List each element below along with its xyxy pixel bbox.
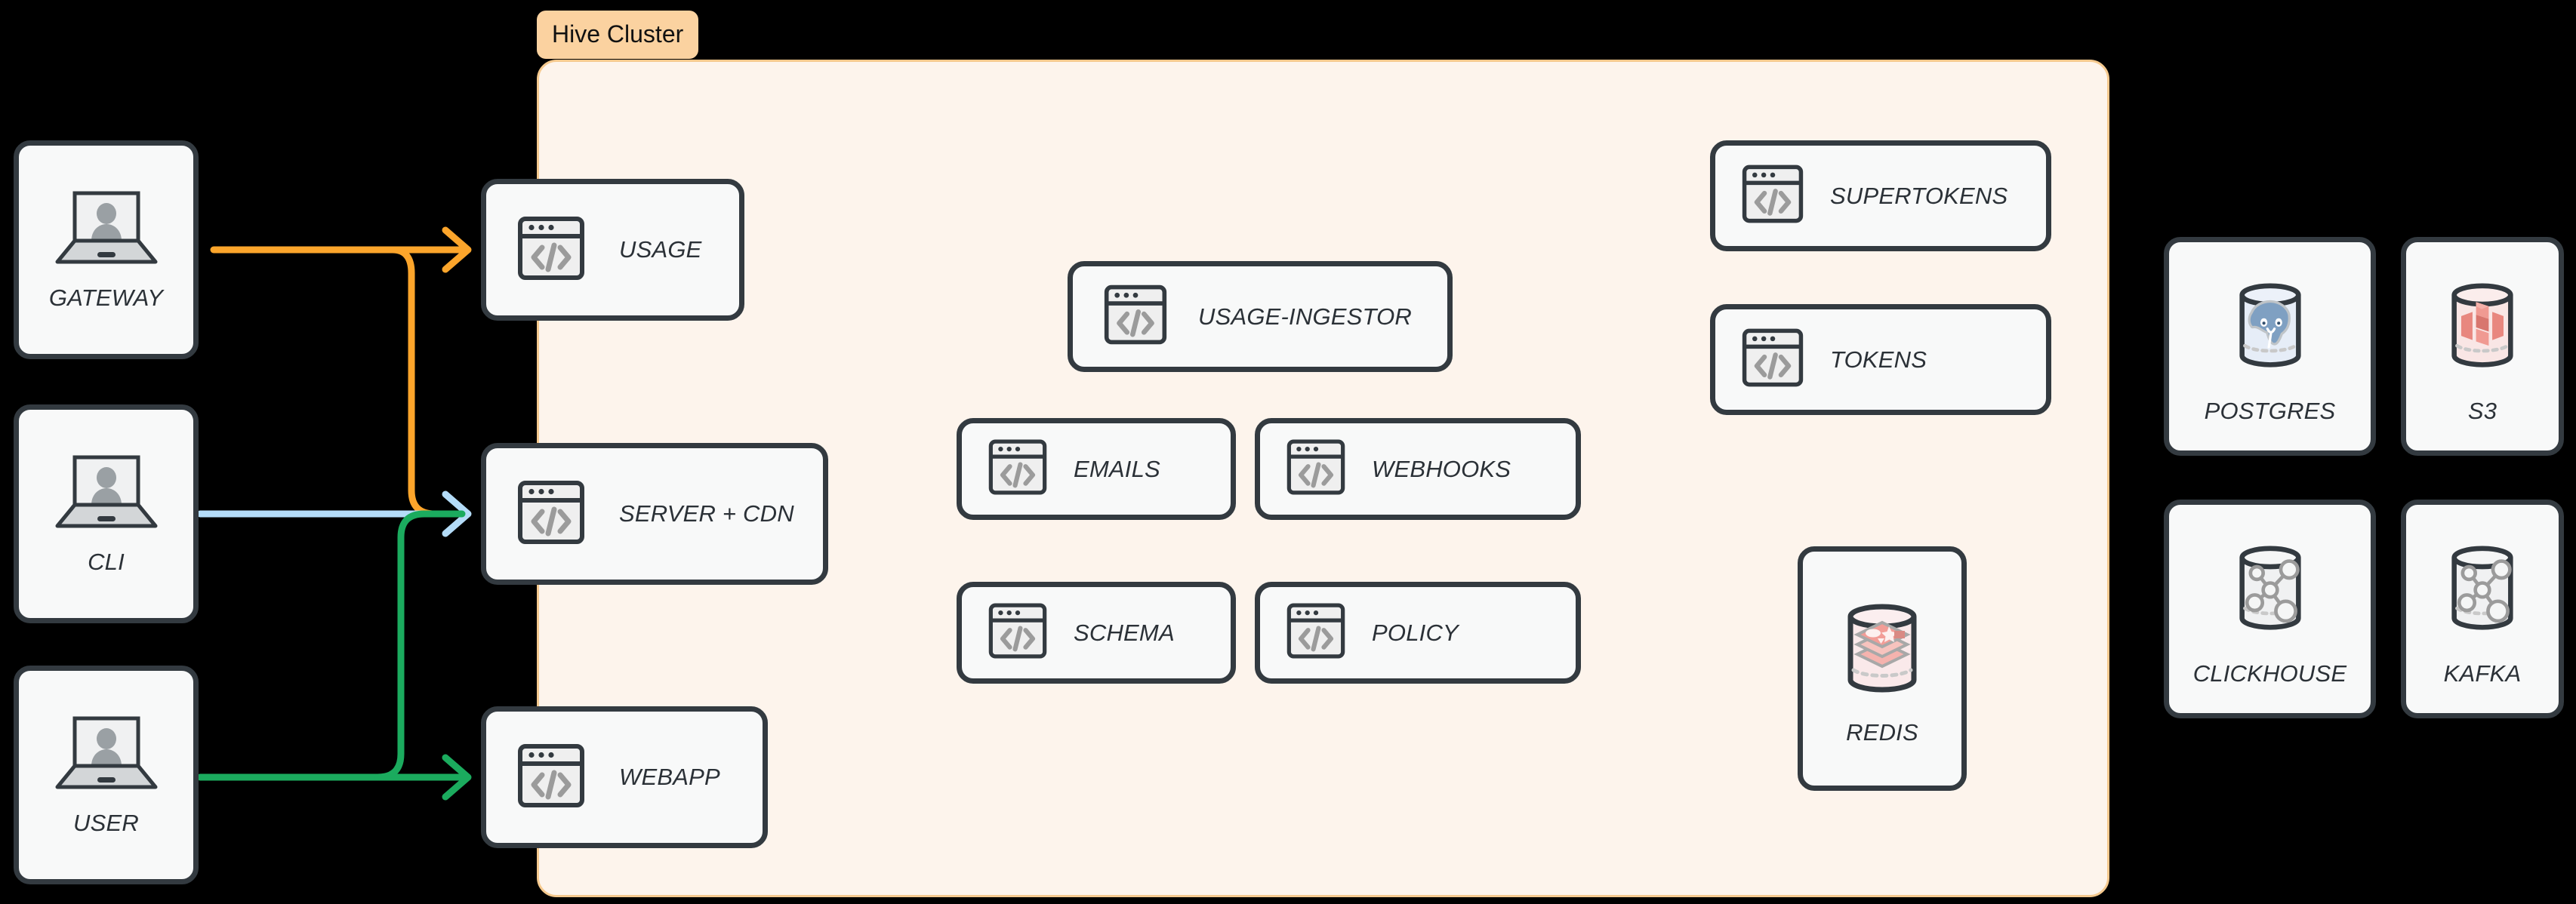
store-label: KAFKA <box>2443 660 2522 687</box>
postgres-cylinder-icon <box>2217 269 2323 387</box>
service-node-usage-ingestor[interactable]: USAGE-INGESTOR <box>1068 261 1453 372</box>
store-node-clickhouse[interactable]: CLICKHOUSE <box>2164 500 2376 718</box>
s3-cylinder-icon <box>2430 269 2535 387</box>
client-node-cli[interactable]: CLI <box>14 404 199 623</box>
code-window-icon <box>1741 162 1804 229</box>
client-node-gateway[interactable]: GATEWAY <box>14 140 199 359</box>
service-label: SUPERTOKENS <box>1830 182 2008 209</box>
service-label: SCHEMA <box>1074 619 1175 646</box>
store-label: POSTGRES <box>2204 397 2336 424</box>
service-node-supertokens[interactable]: SUPERTOKENS <box>1710 140 2051 251</box>
service-node-schema[interactable]: SCHEMA <box>957 582 1236 684</box>
code-window-icon <box>988 601 1048 665</box>
service-label: SERVER + CDN <box>619 500 794 527</box>
service-node-webhooks[interactable]: WEBHOOKS <box>1255 418 1581 520</box>
store-node-kafka[interactable]: KAFKA <box>2401 500 2564 718</box>
code-window-icon <box>1103 282 1168 351</box>
laptop-user-icon <box>50 453 163 535</box>
code-window-icon <box>1286 601 1346 665</box>
code-window-icon <box>1286 437 1346 501</box>
store-label: CLICKHOUSE <box>2192 660 2347 687</box>
client-label: USER <box>73 809 139 836</box>
service-node-policy[interactable]: POLICY <box>1255 582 1581 684</box>
edge-cli-server-cdn <box>196 490 472 537</box>
client-label: GATEWAY <box>48 284 164 311</box>
service-label: USAGE <box>619 236 702 263</box>
store-node-s3[interactable]: S3 <box>2401 237 2564 456</box>
graph-cylinder-icon <box>2430 531 2535 650</box>
service-label: WEBHOOKS <box>1372 455 1511 482</box>
code-window-icon <box>1741 326 1804 393</box>
store-label: S3 <box>2467 397 2497 424</box>
service-node-emails[interactable]: EMAILS <box>957 418 1236 520</box>
store-node-redis[interactable]: REDIS <box>1798 546 1967 791</box>
service-label: EMAILS <box>1074 455 1160 482</box>
client-label: CLI <box>88 548 125 575</box>
store-node-postgres[interactable]: POSTGRES <box>2164 237 2376 456</box>
edge-user-webapp <box>196 754 472 801</box>
laptop-user-icon <box>50 714 163 796</box>
service-node-tokens[interactable]: TOKENS <box>1710 304 2051 415</box>
service-node-webapp[interactable]: WEBAPP <box>481 706 768 848</box>
graph-cylinder-icon <box>2217 531 2323 650</box>
code-window-icon <box>516 214 586 287</box>
service-label: POLICY <box>1372 619 1459 646</box>
service-label: USAGE-INGESTOR <box>1198 303 1412 330</box>
edge-gateway-server-cdn <box>389 246 466 518</box>
code-window-icon <box>988 437 1048 501</box>
code-window-icon <box>516 741 586 814</box>
store-label: REDIS <box>1846 718 1918 746</box>
service-label: WEBAPP <box>619 764 720 790</box>
laptop-user-icon <box>50 189 163 271</box>
client-node-user[interactable]: USER <box>14 666 199 884</box>
service-label: TOKENS <box>1830 346 1927 373</box>
code-window-icon <box>516 478 586 551</box>
cluster-tag-label: Hive Cluster <box>537 11 699 59</box>
redis-cylinder-icon <box>1826 592 1939 709</box>
edge-user-server-cdn <box>374 510 466 781</box>
edge-gateway-usage <box>210 226 472 273</box>
service-node-usage[interactable]: USAGE <box>481 179 744 321</box>
service-node-server-cdn[interactable]: SERVER + CDN <box>481 443 828 585</box>
